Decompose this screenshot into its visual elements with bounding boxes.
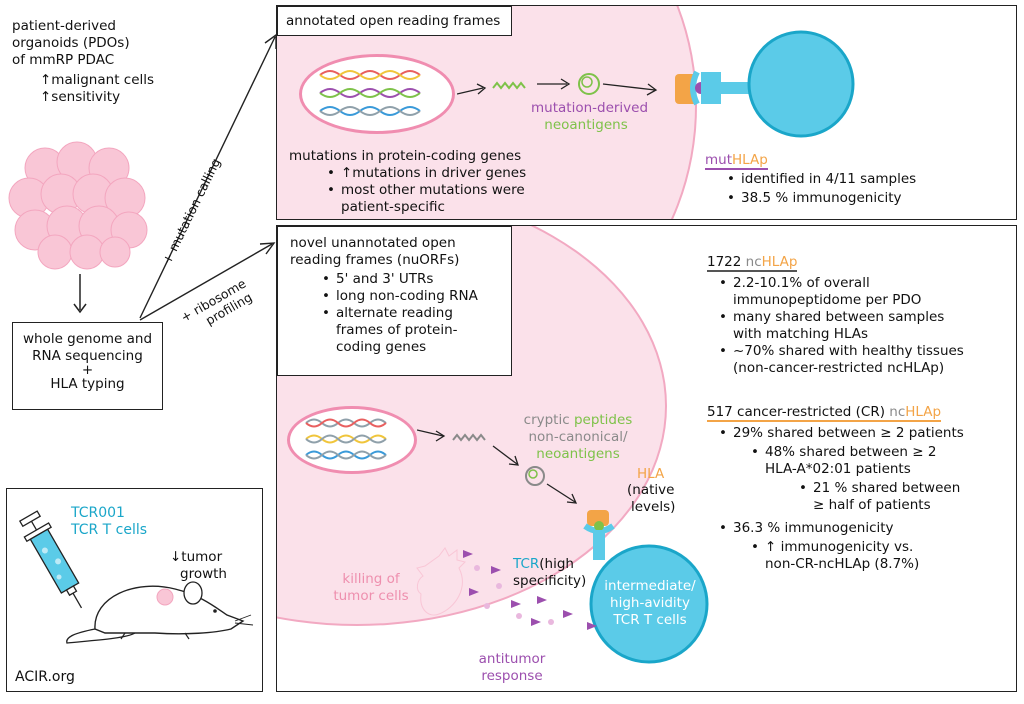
dna-oval-top [299, 54, 455, 134]
sequencing-box: whole genome and RNA sequencing + HLA ty… [12, 322, 163, 410]
dna-strands-icon [319, 70, 421, 116]
mouse-icon [66, 581, 254, 644]
tcr-spec-label: TCR(high specificity) [513, 556, 587, 589]
annotated-orf-panel: annotated open reading frames mutation-d… [276, 5, 1017, 220]
dna-strands-icon [305, 418, 387, 460]
mutation-derived-label: mutation-derived neoantigens [531, 100, 649, 133]
pdo-bullets: ↑malignant cells ↑sensitivity [40, 72, 155, 105]
nuorf-panel: novel unannotated open reading frames (n… [276, 225, 1017, 692]
dna-oval-bottom [287, 406, 417, 474]
nuorf-title-box: novel unannotated open reading frames (n… [277, 226, 512, 376]
hla-label: HLA [637, 466, 665, 482]
tumor-growth-label: ↓tumor growth [170, 549, 227, 582]
tcr-tcell-icon-bottom [583, 510, 709, 664]
hla-native-label: (native levels) [627, 482, 676, 515]
tcr-tcell-icon [675, 30, 855, 138]
acir-credit: ACIR.org [15, 669, 75, 685]
syringe-icon [18, 510, 83, 609]
neoantigen-flow-icon [457, 73, 658, 96]
down-arrow-icon [73, 274, 87, 314]
cr-nchlap-block: 517 cancer-restricted (CR) ncHLAp 29% sh… [707, 404, 964, 573]
tcr001-label: TCR001 TCR T cells [71, 505, 148, 538]
tcell-label: intermediate/ high-avidity TCR T cells [604, 578, 696, 628]
muthlap-block: mutHLAp identified in 4/11 samples 38.5 … [705, 152, 916, 207]
panel-title-box: annotated open reading frames [277, 6, 512, 36]
cryptic-label: cryptic peptides non-canonical/ neoantig… [523, 412, 633, 462]
mutations-block: mutations in protein-coding genes ↑mutat… [289, 148, 561, 216]
killing-label: killing of tumor cells [333, 571, 409, 604]
organoid-cluster-icon [8, 141, 148, 270]
mouse-box: TCR001 TCR T cells ↓tumor growth ACIR.or… [6, 488, 263, 692]
killed-cell-icon [416, 547, 597, 630]
nchlap-block: 1722 ncHLAp 2.2-10.1% of overallimmunope… [707, 254, 964, 377]
pdo-title: patient-derived organoids (PDOs) of mmRP… [12, 18, 130, 68]
antitumor-label: antitumor response [478, 651, 546, 684]
cryptic-flow-icon [417, 429, 578, 504]
